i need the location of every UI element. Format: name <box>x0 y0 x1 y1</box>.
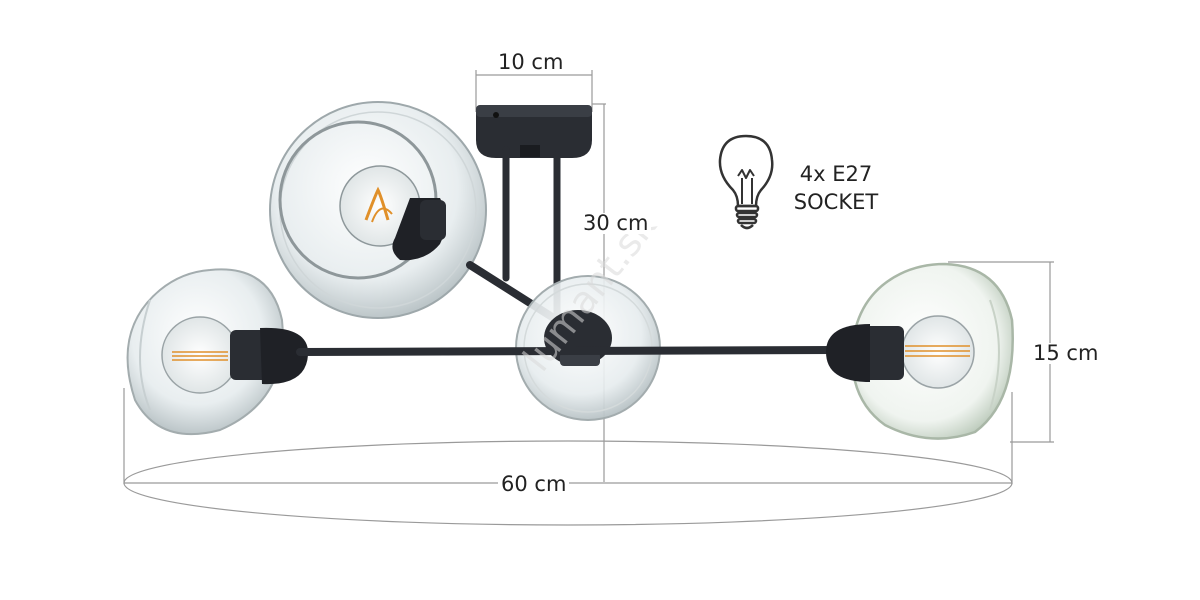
lightbulb-icon <box>718 134 774 230</box>
globe-right <box>826 262 1014 440</box>
total-width-label: 60 cm <box>498 474 570 495</box>
ceiling-canopy <box>476 105 592 158</box>
globe-top-left <box>269 101 487 319</box>
socket-count: 4x E27 <box>799 162 873 186</box>
horizontal-arm <box>296 346 840 356</box>
socket-label: SOCKET <box>793 190 879 214</box>
canopy-width-label: 10 cm <box>495 52 567 73</box>
globe-left <box>126 268 309 436</box>
shade-height-label: 15 cm <box>1030 343 1102 364</box>
socket-info: 4x E27 SOCKET <box>786 160 886 216</box>
height-label: 30 cm <box>580 213 652 234</box>
